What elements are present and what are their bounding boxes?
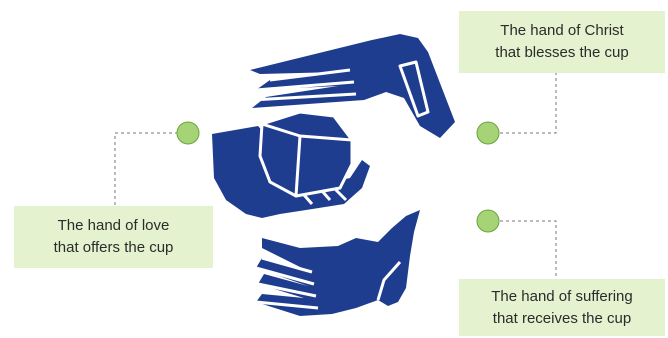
connector-christ bbox=[500, 73, 557, 134]
label-christ-line2: that blesses the cup bbox=[495, 44, 629, 61]
connectors bbox=[114, 73, 557, 279]
markers bbox=[176, 121, 500, 233]
label-suffering-line1: The hand of suffering bbox=[491, 287, 633, 305]
blessing-hand-icon bbox=[250, 34, 455, 138]
marker-suffering bbox=[476, 209, 500, 233]
marker-love bbox=[176, 121, 200, 145]
connector-suffering bbox=[500, 220, 557, 279]
connector-love bbox=[114, 132, 178, 206]
cup-icon bbox=[258, 110, 354, 198]
label-christ-line1: The hand of Christ bbox=[500, 22, 624, 39]
label-suffering-line2: that receives the cup bbox=[492, 309, 632, 327]
label-hand-of-suffering: The hand of suffering that receives the … bbox=[459, 279, 665, 336]
label-hand-of-christ: The hand of Christ that blesses the cup bbox=[459, 11, 665, 73]
label-love-line1: The hand of love bbox=[57, 217, 170, 234]
label-hand-of-love: The hand of love that offers the cup bbox=[14, 206, 213, 268]
marker-christ bbox=[476, 121, 500, 145]
label-love-line2: that offers the cup bbox=[53, 239, 174, 256]
receiving-hand-icon bbox=[255, 210, 420, 316]
